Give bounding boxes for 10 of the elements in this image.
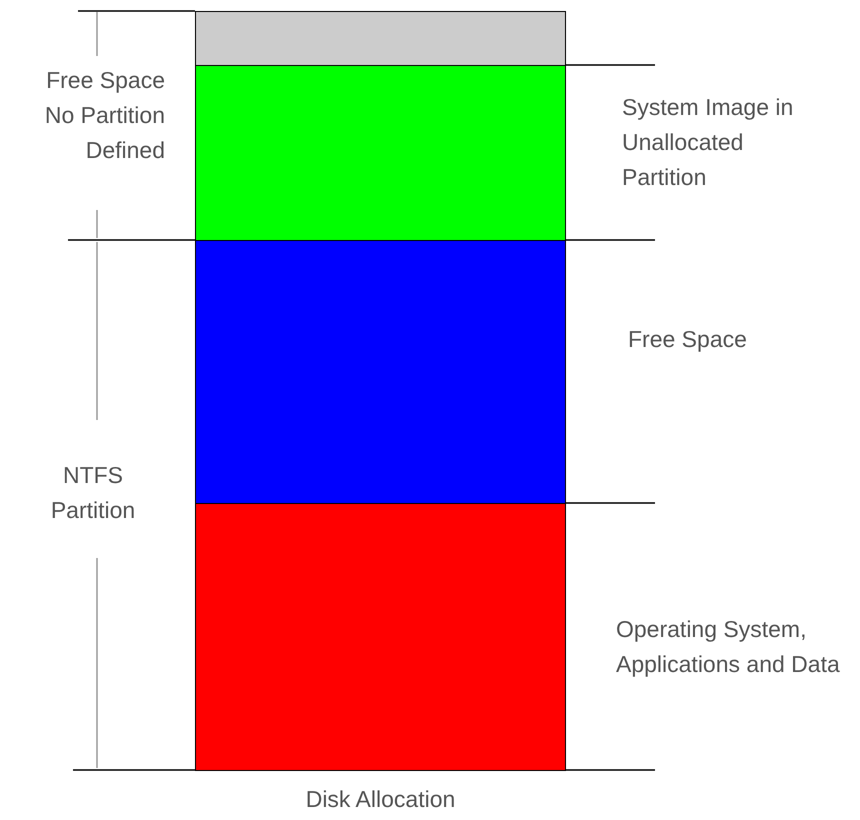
disk-segment [195,240,566,504]
caption: Disk Allocation [304,785,456,814]
partition-label: Free Space No Partition Defined [44,66,165,165]
segment-label: System Image in Unallocated Partition [622,93,794,192]
partition-label: NTFS Partition [50,461,136,525]
segment-label: Free Space [628,325,748,354]
disk-segment [195,65,566,241]
disk-segment [195,503,566,771]
disk-segment [195,11,566,66]
segment-label: Operating System, Applications and Data [616,615,841,679]
